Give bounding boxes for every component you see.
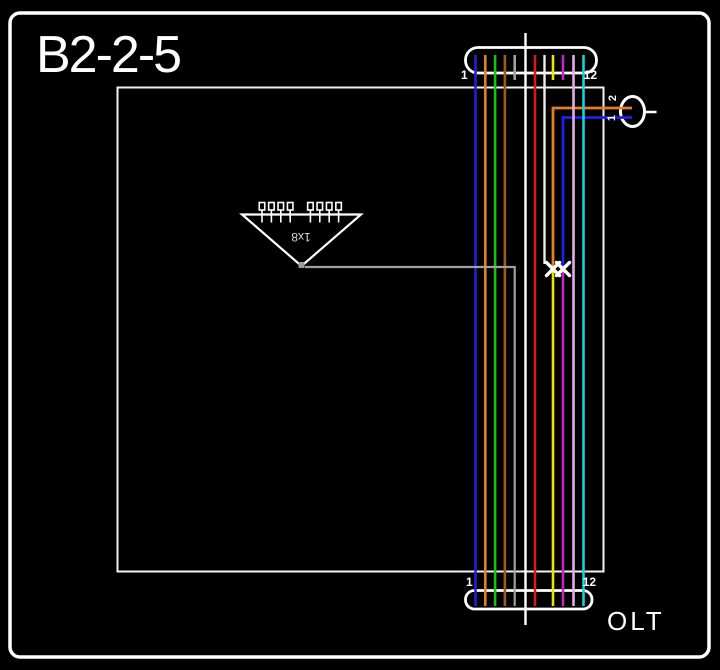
bottom-cable-connector [464, 589, 594, 611]
top-connector-first-label: 1 [461, 68, 468, 82]
splitter-port [335, 201, 343, 211]
olt-port [619, 95, 646, 128]
olt-label: OLT [607, 606, 665, 636]
enclosure-box [116, 86, 605, 573]
splitter-port [277, 201, 285, 211]
splitter-port [286, 201, 294, 211]
top-connector-last-label: 12 [584, 68, 598, 82]
outer-border [8, 11, 711, 659]
splitter-port [306, 201, 314, 211]
splice-x-mark [554, 260, 572, 278]
splitter-input-node [298, 262, 305, 268]
olt-port-1-label: 1 [606, 115, 618, 121]
splitter-label: 1x8 [291, 230, 311, 244]
splitter-port [316, 201, 324, 211]
bottom-connector-first-label: 1 [466, 575, 473, 589]
splitter: 1x8 [239, 201, 364, 268]
olt-port-2-label: 2 [607, 95, 619, 101]
splitter-port [325, 201, 333, 211]
splitter-link-slate [305, 265, 516, 606]
jumper-port-1 [561, 116, 632, 267]
page-title: B2-2-5 [36, 26, 180, 84]
jumper-port-2 [551, 106, 632, 267]
splitter-body [239, 213, 364, 268]
bottom-connector-last-label: 12 [583, 575, 597, 589]
splitter-port [258, 201, 266, 211]
splitter-port [267, 201, 275, 211]
